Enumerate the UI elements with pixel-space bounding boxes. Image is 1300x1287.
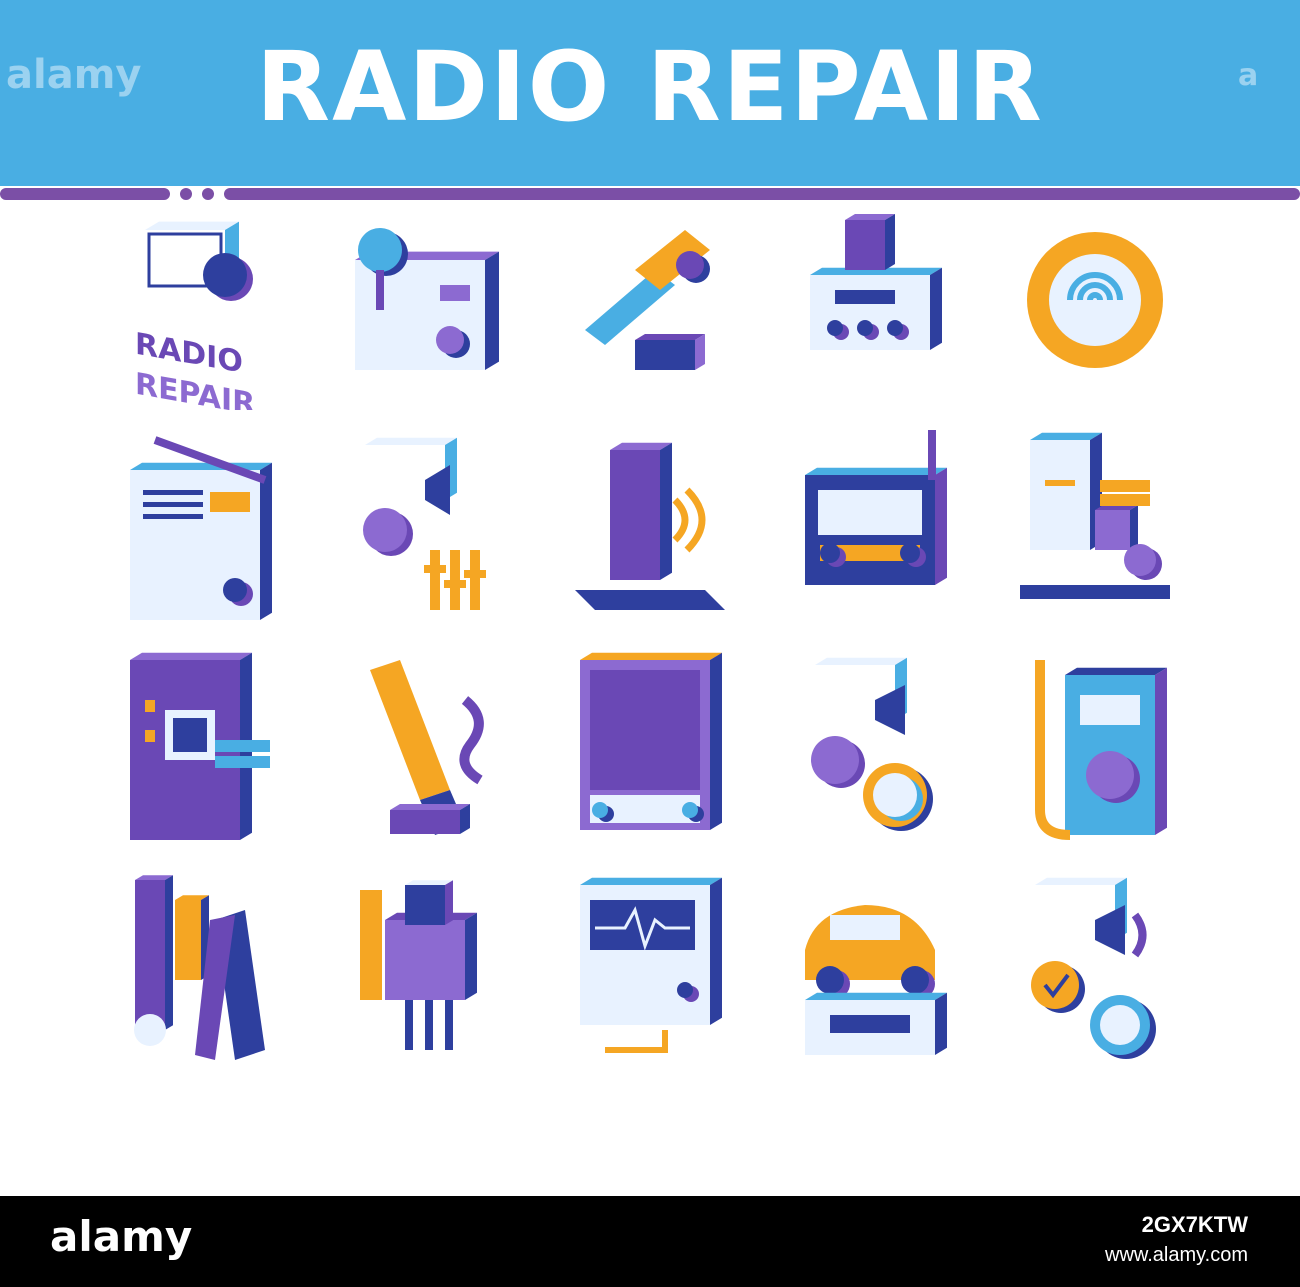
header-banner: alamy RADIO REPAIR a: [0, 0, 1300, 186]
footer-logo: alamy: [50, 1212, 193, 1261]
soldering-iron-icon: [565, 200, 735, 410]
watermark-left: alamy: [6, 52, 142, 98]
speaker-equalizer-icon-graphic: [363, 437, 486, 610]
multimeter-icon-graphic: [1035, 660, 1167, 840]
soldering-iron-icon-graphic: [585, 230, 710, 370]
car-radio-icon: [790, 200, 960, 410]
transistor-icon-graphic: [360, 880, 477, 1050]
gear-signal-icon: [1010, 200, 1180, 410]
radio-components-icon-graphic: [1020, 432, 1170, 599]
divider-dot: [202, 188, 214, 200]
watermark-right: a: [1238, 58, 1259, 93]
car-audio-icon-graphic: [805, 905, 947, 1055]
speaker-approved-icon-graphic: [1031, 877, 1156, 1059]
divider-stripe: [224, 188, 1300, 200]
radio-components-icon: [1010, 420, 1180, 630]
circuit-board-icon: [115, 640, 285, 850]
portable-radio-icon: [115, 420, 285, 630]
oscilloscope-icon-graphic: [580, 877, 722, 1053]
tools-icon: [115, 860, 285, 1070]
transistor-icon: [340, 860, 510, 1070]
radio-magnifier-icon: [340, 200, 510, 410]
page-title: RADIO REPAIR: [256, 31, 1044, 143]
divider-dot: [180, 188, 192, 200]
footer-bar: alamy 2GX7KTW www.alamy.com: [0, 1196, 1300, 1287]
soldering-station-icon: [340, 640, 510, 850]
soldering-station-icon-graphic: [370, 660, 484, 835]
car-radio-icon-graphic: [810, 214, 942, 350]
oscilloscope-icon: [565, 860, 735, 1070]
speaker-repair-icon: [790, 640, 960, 850]
circuit-board-icon-graphic: [130, 652, 270, 840]
portable-radio-icon-graphic: [130, 436, 272, 620]
site-url: www.alamy.com: [1105, 1244, 1248, 1266]
retro-radio-icon: [790, 420, 960, 630]
image-id: 2GX7KTW: [1141, 1212, 1248, 1237]
tools-icon-graphic: [134, 875, 265, 1060]
footer-meta: 2GX7KTW www.alamy.com: [1105, 1212, 1248, 1267]
radio-tower-icon: [565, 420, 735, 630]
speaker-grille-icon-graphic: [580, 652, 722, 830]
retro-radio-icon-graphic: [805, 430, 947, 585]
gear-signal-icon-graphic: [1027, 232, 1163, 368]
speaker-grille-icon: [565, 640, 735, 850]
speaker-equalizer-icon: [340, 420, 510, 630]
car-audio-icon: [790, 860, 960, 1070]
speaker-repair-icon-graphic: [811, 657, 933, 831]
radio-tower-icon-graphic: [575, 442, 725, 610]
speaker-approved-icon: [1010, 860, 1180, 1070]
multimeter-icon: [1010, 640, 1180, 850]
divider-stripe: [0, 188, 170, 200]
radio-magnifier-icon-graphic: [355, 228, 499, 370]
